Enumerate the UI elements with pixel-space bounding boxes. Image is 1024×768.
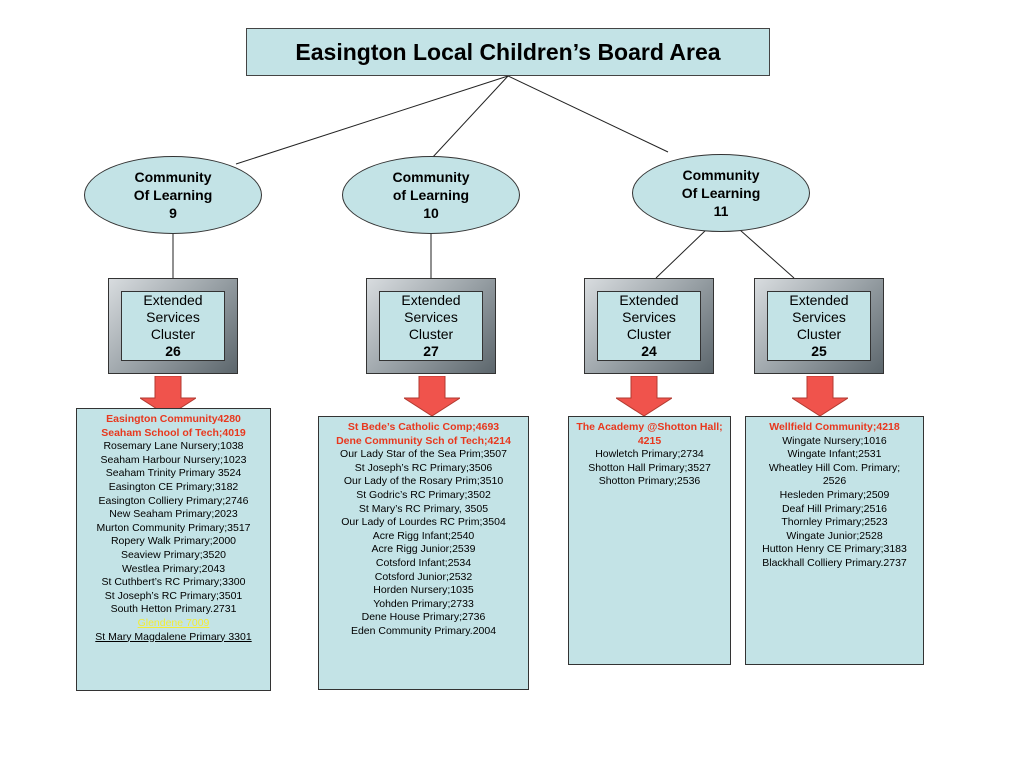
- list-item: Cotsford Infant;2534: [375, 556, 472, 569]
- community-number: 9: [169, 205, 177, 221]
- list-item: St Joseph’s RC Primary;3501: [104, 589, 243, 602]
- extended-services-cluster-24: Extended Services Cluster 24: [584, 278, 714, 374]
- list-item: St Cuthbert’s RC Primary;3300: [101, 576, 246, 589]
- list-item: St Mary’s RC Primary, 3505: [358, 502, 489, 515]
- list-item: Wingate Infant;2531: [787, 448, 882, 461]
- extended-services-cluster-27: Extended Services Cluster 27: [366, 278, 496, 374]
- list-item: Our Lady Star of the Sea Prim;3507: [340, 448, 507, 461]
- list-item: Easington CE Primary;3182: [108, 480, 239, 493]
- highlight-school: Wellfield Community;4218: [769, 421, 900, 433]
- list-item: St Joseph’s RC Primary;3506: [354, 461, 493, 474]
- cluster-label: Extended Services Cluster 26: [121, 291, 225, 361]
- list-item: Blackhall Colliery Primary.2737: [762, 556, 907, 569]
- school-list-cluster-24: The Academy @Shotton Hall; 4215 Howletch…: [568, 416, 731, 665]
- list-item: Deaf Hill Primary;2516: [781, 502, 888, 515]
- cluster-number: 24: [641, 343, 657, 359]
- community-line1: Community: [392, 169, 470, 185]
- list-item: Seaham Harbour Nursery;1023: [100, 453, 247, 466]
- list-item-link[interactable]: St Mary Magdalene Primary 3301: [95, 630, 252, 643]
- list-item: Horden Nursery;1035: [373, 584, 474, 597]
- list-item: Shotton Hall Primary;3527: [588, 461, 711, 474]
- list-item: St Godric’s RC Primary;3502: [356, 488, 491, 501]
- extended-services-cluster-25: Extended Services Cluster 25: [754, 278, 884, 374]
- down-arrow-icon: [616, 376, 672, 416]
- cluster-line1: Extended: [401, 292, 461, 308]
- list-item: South Hetton Primary.2731: [110, 603, 237, 616]
- list-item: Our Lady of Lourdes RC Prim;3504: [341, 516, 506, 529]
- connector-title-col10: [431, 75, 509, 159]
- community-number: 10: [423, 205, 439, 221]
- list-item: Westlea Primary;2043: [121, 562, 226, 575]
- cluster-line3: Cluster: [150, 326, 196, 342]
- list-item: Yohden Primary;2733: [373, 597, 474, 610]
- list-item: Acre Rigg Infant;2540: [372, 529, 475, 542]
- cluster-line2: Services: [146, 309, 200, 325]
- cluster-number: 25: [811, 343, 827, 359]
- community-of-learning-9: Community Of Learning 9: [84, 156, 262, 234]
- school-list-cluster-25: Wellfield Community;4218 Wingate Nursery…: [745, 416, 924, 665]
- down-arrow-icon: [140, 376, 196, 416]
- cluster-line3: Cluster: [796, 326, 842, 342]
- connector-title-col9: [235, 75, 509, 165]
- community-line2: Of Learning: [681, 185, 761, 201]
- community-number: 11: [713, 203, 729, 219]
- list-item: Cotsford Junior;2532: [374, 570, 473, 583]
- cluster-number: 26: [165, 343, 181, 359]
- community-line1: Community: [134, 169, 212, 185]
- cluster-label: Extended Services Cluster 24: [597, 291, 701, 361]
- list-item: Seaview Primary;3520: [120, 548, 227, 561]
- list-item: Hesleden Primary;2509: [779, 488, 890, 501]
- community-line2: of Learning: [392, 187, 470, 203]
- list-item: Shotton Primary;2536: [598, 475, 701, 488]
- list-item: New Seaham Primary;2023: [109, 508, 238, 521]
- connector-title-col11: [507, 75, 669, 153]
- school-list-cluster-26: Easington Community4280 Seaham School of…: [76, 408, 271, 691]
- list-item: Acre Rigg Junior;2539: [371, 543, 476, 556]
- list-item: Wingate Junior;2528: [786, 529, 883, 542]
- connector-col11-cluster24: [655, 229, 707, 279]
- highlight-school: The Academy @Shotton Hall; 4215: [576, 421, 723, 447]
- cluster-line2: Services: [792, 309, 846, 325]
- cluster-line2: Services: [404, 309, 458, 325]
- cluster-line1: Extended: [143, 292, 203, 308]
- list-item: Rosemary Lane Nursery;1038: [103, 440, 244, 453]
- list-item: Our Lady of the Rosary Prim;3510: [343, 475, 504, 488]
- cluster-line1: Extended: [789, 292, 849, 308]
- community-of-learning-11: Community Of Learning 11: [632, 154, 810, 232]
- community-line1: Community: [682, 167, 760, 183]
- connector-col11-cluster25: [739, 229, 795, 279]
- extended-services-cluster-26: Extended Services Cluster 26: [108, 278, 238, 374]
- community-of-learning-10: Community of Learning 10: [342, 156, 520, 234]
- list-item: Murton Community Primary;3517: [96, 521, 251, 534]
- list-item: Dene House Primary;2736: [361, 611, 486, 624]
- cluster-label: Extended Services Cluster 25: [767, 291, 871, 361]
- cluster-line2: Services: [622, 309, 676, 325]
- diagram-title: Easington Local Children’s Board Area: [246, 28, 770, 76]
- highlight-school: Easington Community4280: [106, 413, 241, 425]
- list-item: Ropery Walk Primary;2000: [110, 535, 237, 548]
- down-arrow-icon: [792, 376, 848, 416]
- highlight-school: St Bede’s Catholic Comp;4693: [347, 421, 500, 433]
- list-item: Eden Community Primary.2004: [350, 624, 497, 637]
- list-item: Wheatley Hill Com. Primary;: [768, 461, 901, 474]
- list-item: Seaham Trinity Primary 3524: [105, 467, 242, 480]
- list-item: Wingate Nursery;1016: [782, 434, 887, 447]
- list-item: Easington Colliery Primary;2746: [98, 494, 249, 507]
- list-item: 2526: [822, 475, 847, 488]
- school-list-cluster-27: St Bede’s Catholic Comp;4693 Dene Commun…: [318, 416, 529, 690]
- highlight-school: Seaham School of Tech;4019: [101, 426, 246, 439]
- cluster-line1: Extended: [619, 292, 679, 308]
- list-item: Howletch Primary;2734: [595, 448, 704, 461]
- list-item-link[interactable]: Glendene 7009: [137, 616, 210, 629]
- cluster-number: 27: [423, 343, 439, 359]
- list-item: Thornley Primary;2523: [781, 516, 888, 529]
- highlight-school: Dene Community Sch of Tech;4214: [336, 434, 511, 447]
- down-arrow-icon: [404, 376, 460, 416]
- list-item: Hutton Henry CE Primary;3183: [762, 543, 907, 556]
- cluster-line3: Cluster: [626, 326, 672, 342]
- community-line2: Of Learning: [133, 187, 213, 203]
- cluster-line3: Cluster: [408, 326, 454, 342]
- cluster-label: Extended Services Cluster 27: [379, 291, 483, 361]
